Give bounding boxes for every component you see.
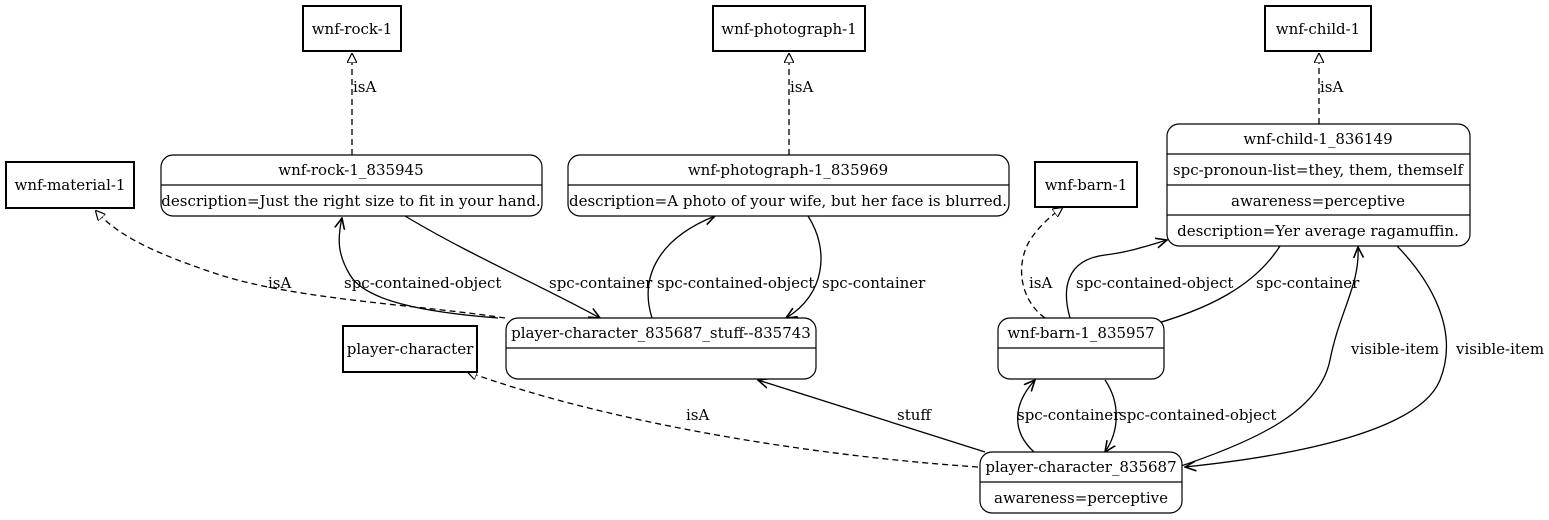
instance-title: wnf-photograph-1_835969 (688, 161, 888, 179)
edge-label-stuff: stuff (897, 406, 932, 424)
instance-attribute: description=Just the right size to fit i… (161, 192, 540, 210)
edge-label-container-barn: spc-container (1017, 406, 1121, 424)
class-node-wnf-rock: wnf-rock-1 (302, 5, 402, 52)
contained-object-edge-photo (647, 216, 715, 319)
edge-label-container-child: spc-container (1256, 274, 1360, 292)
class-label: wnf-barn-1 (1045, 176, 1128, 194)
stuff-edge (758, 380, 986, 453)
instance-node-child: wnf-child-1_836149 spc-pronoun-list=they… (1166, 123, 1471, 247)
edge-label-isa-player: isA (686, 406, 709, 424)
edge-label-visible-item-1: visible-item (1350, 340, 1439, 358)
class-label: wnf-child-1 (1276, 20, 1360, 38)
instance-attribute: awareness=perceptive (1231, 192, 1405, 210)
instance-node-player: player-character_835687 awareness=percep… (979, 451, 1183, 514)
edge-labels: isA isA isA isA isA isA spc-contained-ob… (268, 78, 1544, 424)
instance-attribute: spc-pronoun-list=they, them, themself (1173, 161, 1465, 179)
isa-edge-player (468, 372, 979, 468)
edge-label-contained-object-barn: spc-contained-object (1119, 406, 1276, 424)
instance-attribute: description=Yer average ragamuffin. (1177, 222, 1459, 240)
class-label: wnf-rock-1 (312, 20, 393, 38)
edges (96, 54, 1448, 470)
instance-title: wnf-barn-1_835957 (1007, 324, 1154, 342)
class-node-wnf-material: wnf-material-1 (5, 161, 135, 209)
edge-label-container-photo: spc-container (822, 274, 926, 292)
edge-label-container-rock: spc-container (549, 274, 653, 292)
instance-node-photograph: wnf-photograph-1_835969 description=A ph… (567, 154, 1010, 217)
instance-title: player-character_835687_stuff--835743 (511, 324, 811, 342)
instance-node-barn: wnf-barn-1_835957 (997, 317, 1165, 380)
edge-label-contained-object-photo: spc-contained-object (657, 274, 814, 292)
instance-title: wnf-rock-1_835945 (278, 161, 423, 179)
instance-attribute: description=A photo of your wife, but he… (569, 192, 1007, 210)
container-edge-barn (1016, 380, 1035, 453)
isa-edge-barn (1020, 208, 1062, 319)
class-label: player-character (347, 340, 474, 358)
instance-node-rock: wnf-rock-1_835945 description=Just the r… (160, 154, 543, 217)
edge-label-contained-object-child: spc-contained-object (1076, 274, 1233, 292)
contained-object-edge-rock (339, 218, 499, 319)
container-edge-photo (786, 215, 822, 318)
class-node-player-character: player-character (342, 325, 478, 373)
class-label: wnf-material-1 (15, 176, 126, 194)
edge-label-isa-child: isA (1320, 78, 1343, 96)
edge-label-isa-photo: isA (790, 78, 813, 96)
class-node-wnf-photograph: wnf-photograph-1 (712, 5, 866, 52)
visible-item-edge-2 (1185, 245, 1448, 467)
container-edge-child (1140, 245, 1281, 328)
edge-label-contained-object-rock: spc-contained-object (344, 274, 501, 292)
container-edge-rock (404, 215, 600, 318)
edge-label-visible-item-2: visible-item (1455, 340, 1544, 358)
contained-object-edge-barn (1105, 379, 1117, 452)
instance-title: wnf-child-1_836149 (1243, 130, 1392, 148)
class-node-wnf-barn: wnf-barn-1 (1034, 161, 1138, 208)
contained-object-edge-child (1065, 240, 1167, 319)
instance-title: player-character_835687 (985, 458, 1176, 476)
edge-label-isa-rock: isA (353, 78, 376, 96)
instance-attribute: awareness=perceptive (994, 489, 1168, 507)
edge-label-isa-material: isA (268, 274, 291, 292)
isa-edge-material (96, 211, 506, 319)
instance-node-stuff: player-character_835687_stuff--835743 (505, 317, 817, 380)
edge-label-isa-barn: isA (1029, 274, 1052, 292)
class-label: wnf-photograph-1 (721, 20, 857, 38)
visible-item-edge-1 (1171, 247, 1358, 470)
class-node-wnf-child: wnf-child-1 (1264, 5, 1372, 52)
